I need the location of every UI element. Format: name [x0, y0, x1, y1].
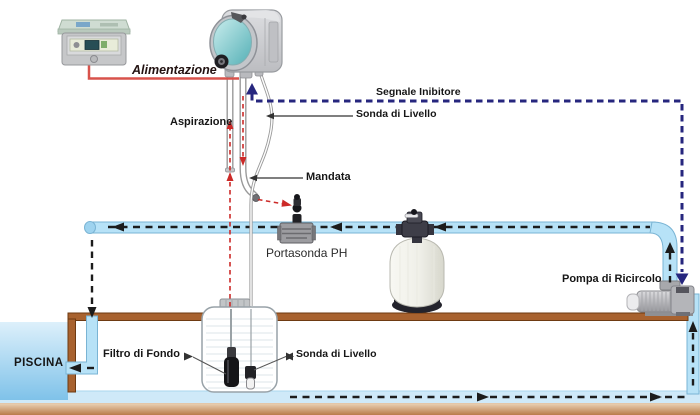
recirculation-pump [626, 285, 695, 316]
pipe-end-cap [84, 221, 96, 234]
control-button [90, 55, 98, 63]
pump-tubes [225, 71, 274, 306]
inhibitor-signal-line [246, 83, 689, 285]
ph-probe-holder [277, 194, 316, 244]
pool [0, 322, 68, 400]
power-line [87, 64, 239, 80]
label-level-probe: Sonda di Livello [356, 108, 437, 120]
pump-head-cover [213, 18, 252, 66]
pool-return-pipe [65, 315, 98, 375]
sand-filter [389, 209, 445, 313]
label-recirculation-pump: Pompa di Ricircolo [562, 273, 662, 285]
suction-channel [0, 293, 700, 403]
level-probe-cable [249, 71, 274, 306]
label-pointers [249, 112, 353, 182]
control-display [84, 40, 100, 50]
signal-terminal [676, 287, 689, 293]
ground-pipe [67, 312, 689, 393]
dosing-pump [209, 9, 283, 79]
label-power-supply: Alimentazione [132, 63, 217, 77]
label-tank-level-probe: Sonda di Livello [296, 348, 377, 360]
label-delivery: Mandata [306, 171, 351, 183]
label-ph-probe-holder: Portasonda PH [266, 246, 348, 260]
label-pool: PISCINA [14, 357, 64, 369]
ground-sand [0, 402, 700, 415]
chemical-tank [184, 298, 294, 393]
label-inhibitor-signal: Segnale Inibitore [376, 86, 461, 98]
label-suction: Aspirazione [170, 116, 233, 128]
dosing-flow-arrows [226, 96, 292, 307]
bottom-filter [224, 347, 239, 387]
tank-pointer-lines [184, 352, 294, 375]
tank-level-probe [245, 366, 256, 390]
control-box [57, 19, 131, 66]
label-bottom-filter: Filtro di Fondo [103, 348, 180, 360]
multiport-valve [396, 209, 434, 243]
water-flow-arrows [69, 222, 698, 402]
